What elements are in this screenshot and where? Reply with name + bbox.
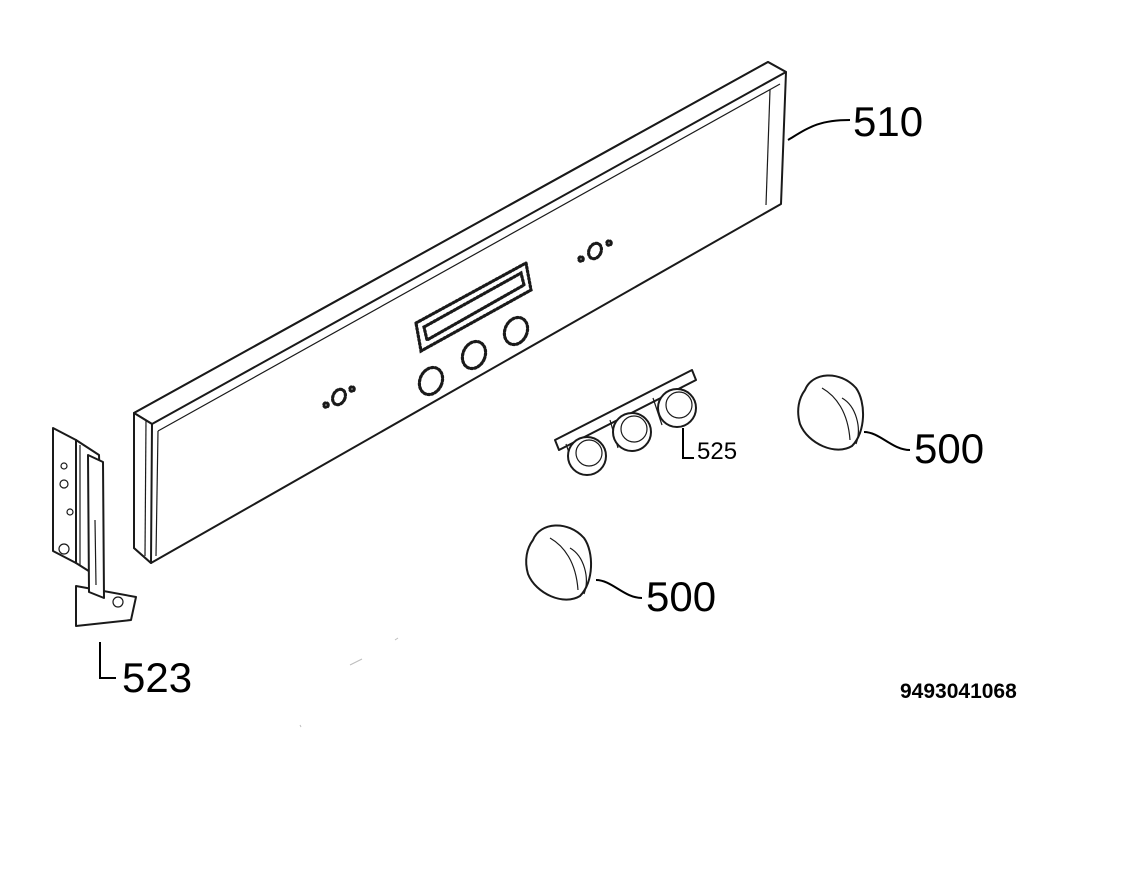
scan-specks [299, 637, 399, 728]
control-panel-part [133, 61, 787, 564]
switch-knob-1 [567, 436, 607, 476]
switch-knob-2 [612, 412, 652, 452]
knob-left-part [525, 524, 593, 601]
panel-left-mount-hole [330, 387, 348, 407]
leader-line-510 [787, 119, 851, 141]
label-523: 523 [122, 654, 192, 701]
label-500-left: 500 [646, 573, 716, 620]
leader-line-500-left [595, 579, 643, 599]
label-510: 510 [853, 98, 923, 145]
panel-hole-3 [502, 315, 530, 347]
panel-hole-1 [417, 365, 445, 397]
switch-block-part [554, 369, 697, 476]
panel-right-mount-hole [586, 241, 604, 261]
document-number: 9493041068 [900, 680, 1017, 703]
panel-display-window-inner [422, 270, 526, 343]
panel-left-end [133, 412, 153, 564]
panel-hole-2 [460, 339, 488, 371]
panel-front-face [133, 61, 787, 564]
knob-right-part [797, 374, 865, 451]
panel-display-window [414, 260, 533, 354]
label-500-right: 500 [914, 425, 984, 472]
label-525: 525 [697, 438, 737, 465]
leader-line-523 [99, 642, 116, 679]
leader-line-525 [682, 428, 694, 459]
leader-line-500-right [863, 431, 911, 451]
side-bracket-part [52, 427, 137, 627]
switch-knob-3 [657, 388, 697, 428]
